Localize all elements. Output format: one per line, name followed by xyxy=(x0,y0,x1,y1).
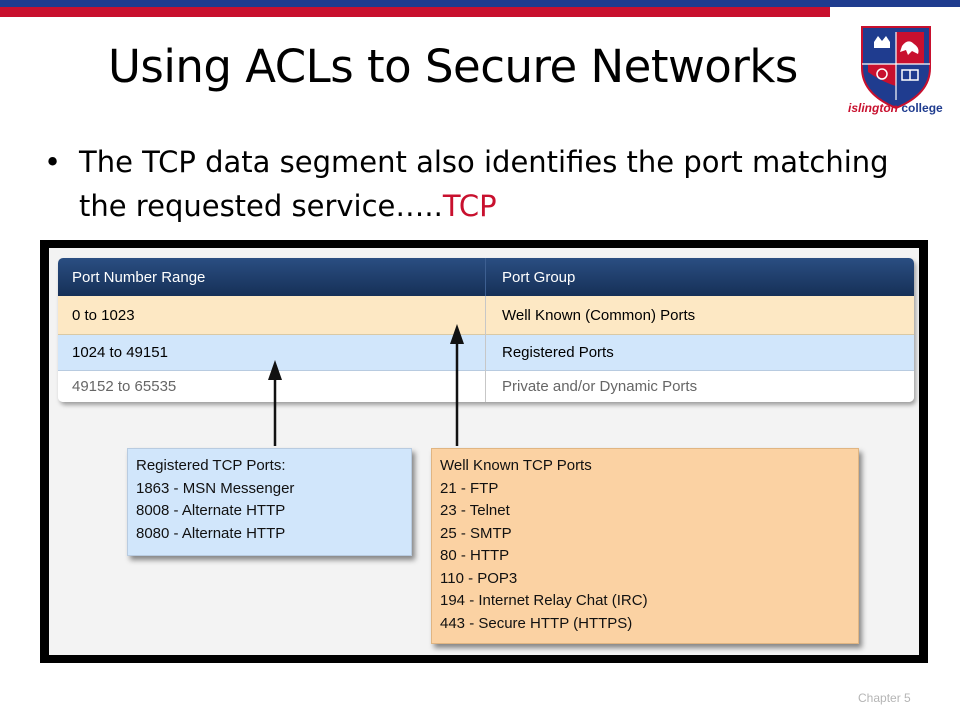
table-row: 1024 to 49151 Registered Ports xyxy=(58,335,914,371)
note-item: 8080 - Alternate HTTP xyxy=(136,524,286,542)
top-bar-red xyxy=(0,7,960,17)
bullet-point: • The TCP data segment also identifies t… xyxy=(44,140,904,228)
arrow-head xyxy=(268,360,282,380)
college-crest-logo xyxy=(861,26,931,110)
bullet-dot: • xyxy=(44,145,62,179)
table-cell: 0 to 1023 xyxy=(72,306,135,324)
bullet-text: The TCP data segment also identifies the… xyxy=(79,145,889,223)
slide-footer: Chapter 5 xyxy=(858,691,911,705)
note-item: 194 - Internet Relay Chat (IRC) xyxy=(440,592,648,609)
table-header-cell: Port Number Range xyxy=(72,268,206,286)
slide-title: Using ACLs to Secure Networks xyxy=(108,40,798,93)
table-cell: Well Known (Common) Ports xyxy=(502,306,696,324)
note-item: 21 - FTP xyxy=(440,479,499,497)
note-heading: Well Known TCP Ports xyxy=(440,457,592,474)
note-item: 23 - Telnet xyxy=(440,502,510,519)
note-item: 443 - Secure HTTP (HTTPS) xyxy=(440,614,633,632)
table-cell: 1024 to 49151 xyxy=(72,344,168,361)
port-range-table: Port Number Range Port Group 0 to 1023 W… xyxy=(58,258,914,402)
registered-ports-note: Registered TCP Ports: 1863 - MSN Messeng… xyxy=(127,448,412,556)
port-diagram-panel: Port Number Range Port Group 0 to 1023 W… xyxy=(49,248,919,655)
pointer-arrows xyxy=(268,324,464,446)
table-header-row: Port Number Range Port Group xyxy=(58,258,914,296)
college-logo-wordmark: islington college xyxy=(848,101,943,115)
table-header-cell: Port Group xyxy=(502,268,576,286)
table-row: 49152 to 65535 Private and/or Dynamic Po… xyxy=(58,371,914,402)
table-column-divider xyxy=(485,296,486,402)
table-cell: 49152 to 65535 xyxy=(72,378,177,395)
note-item: 8008 - Alternate HTTP xyxy=(136,502,286,519)
note-item: 25 - SMTP xyxy=(440,524,512,542)
port-diagram-figure: Port Number Range Port Group 0 to 1023 W… xyxy=(40,240,928,663)
bullet-highlight: TCP xyxy=(442,189,497,223)
note-item: 110 - POP3 xyxy=(440,569,518,587)
note-item: 80 - HTTP xyxy=(440,547,510,564)
arrow-head xyxy=(450,324,464,344)
top-bar-blue xyxy=(0,0,960,7)
table-cell: Registered Ports xyxy=(502,344,614,361)
table-cell: Private and/or Dynamic Ports xyxy=(502,378,698,395)
table-row: 0 to 1023 Well Known (Common) Ports xyxy=(58,296,914,335)
note-item: 1863 - MSN Messenger xyxy=(136,479,295,497)
well-known-ports-note: Well Known TCP Ports 21 - FTP 23 - Telne… xyxy=(431,448,859,644)
note-heading: Registered TCP Ports: xyxy=(136,457,286,474)
